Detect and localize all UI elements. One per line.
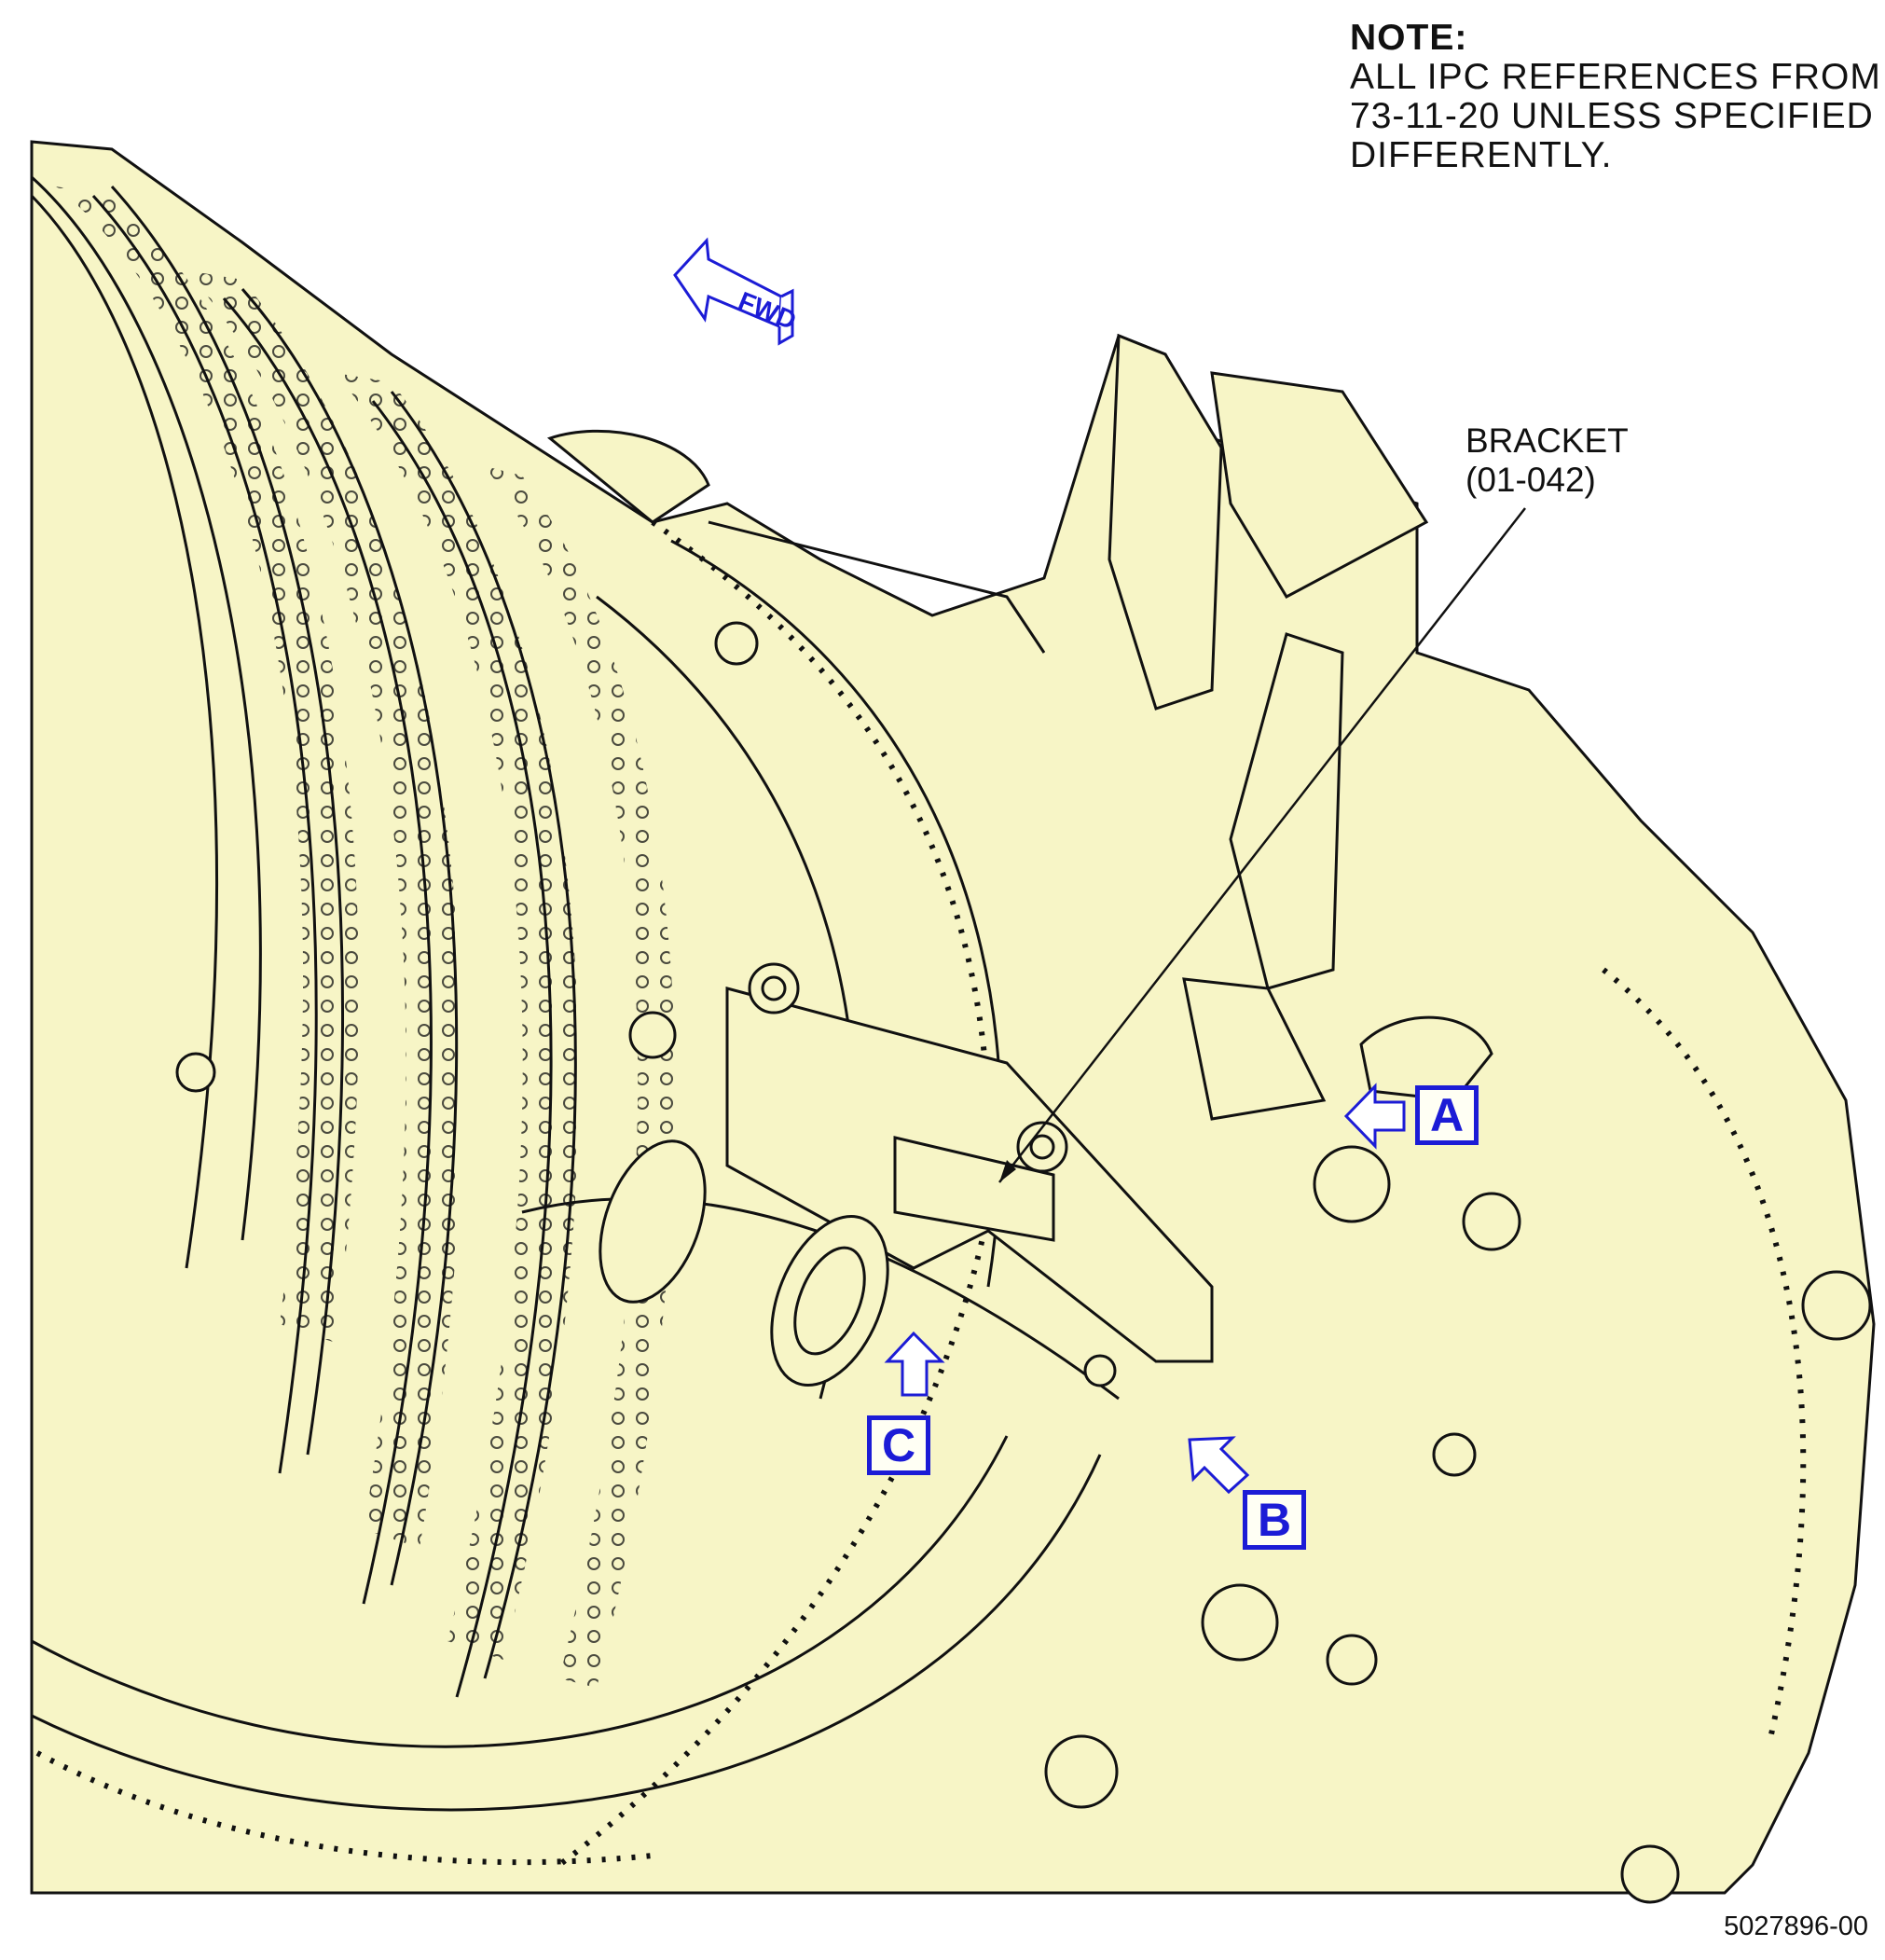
- vane-bolt-bands: [56, 186, 676, 1688]
- bracket-leader-line: [998, 507, 1526, 1183]
- ipc-reference-note: NOTE: ALL IPC REFERENCES FROM 73-11-20 U…: [1350, 19, 1881, 175]
- view-b-arrow: [1188, 1436, 1250, 1495]
- bracket-callout: BRACKET (01-042): [1465, 421, 1629, 500]
- bracket-callout-ref: (01-042): [1465, 461, 1596, 499]
- document-id: 5027896-00: [1724, 1912, 1868, 1941]
- note-body: ALL IPC REFERENCES FROM 73-11-20 UNLESS …: [1350, 57, 1881, 175]
- note-title: NOTE:: [1350, 18, 1468, 58]
- flange-hole-rows: [35, 519, 1807, 1868]
- inspection-ports: [599, 1139, 889, 1387]
- bracket-leader-arrowhead: [999, 1160, 1016, 1182]
- fittings: [175, 429, 1872, 1904]
- fwd-direction-arrow: FWD: [673, 237, 800, 346]
- mount-bracket-assembly: [725, 333, 1429, 1363]
- view-c-arrow: [884, 1331, 945, 1397]
- view-b-label[interactable]: B: [1243, 1490, 1306, 1550]
- view-a-arrow: [1343, 1083, 1406, 1150]
- bracket-callout-name: BRACKET: [1465, 421, 1629, 460]
- view-a-label[interactable]: A: [1415, 1085, 1479, 1145]
- view-c-label[interactable]: C: [867, 1415, 930, 1475]
